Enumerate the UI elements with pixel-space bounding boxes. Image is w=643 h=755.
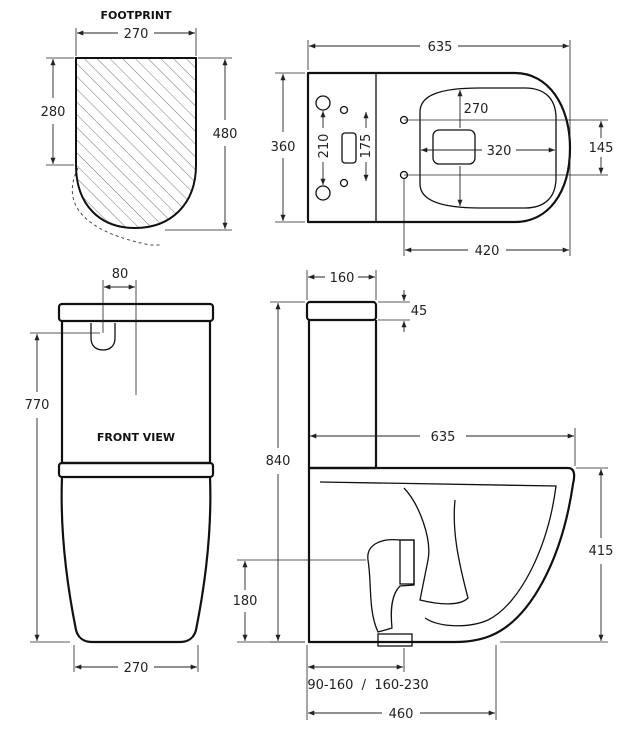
top-inlet-spacing-label: 175 <box>359 134 374 159</box>
footprint-depth-label: 480 <box>213 127 238 142</box>
side-base-length-label: 460 <box>389 707 414 722</box>
top-bolt-spacing-label: 210 <box>317 134 332 159</box>
top-fixing-to-back-label: 420 <box>475 244 500 259</box>
top-fixing-spacing-label: 145 <box>589 141 614 156</box>
side-lid-height-label: 45 <box>411 304 428 319</box>
top-length-label: 635 <box>428 40 453 55</box>
side-overall-length-label: 635 <box>431 430 456 445</box>
top-bowl-width-label: 320 <box>487 144 512 159</box>
footprint-view: FOOTPRINT 270 280 480 <box>41 9 238 246</box>
front-view-title: FRONT VIEW <box>97 431 175 444</box>
side-overall-height-label: 840 <box>266 454 291 469</box>
side-setout-label: 90-160 / 160-230 <box>307 678 428 693</box>
side-pan <box>307 466 576 644</box>
front-view: FRONT VIEW 80 770 270 <box>25 267 215 676</box>
side-seat-height-label: 415 <box>589 544 614 559</box>
front-button-width-label: 80 <box>112 267 129 282</box>
front-base-width-label: 270 <box>124 661 149 676</box>
top-view-outline <box>306 71 572 224</box>
front-height-label: 770 <box>25 398 50 413</box>
side-view: 160 45 840 635 415 180 90-160 / 16 <box>233 270 614 722</box>
top-bowl-depth-label: 270 <box>464 102 489 117</box>
top-height-label: 360 <box>271 140 296 155</box>
top-view: 635 360 210 175 270 320 145 420 <box>271 40 614 259</box>
footprint-hatch-depth-label: 280 <box>41 105 66 120</box>
footprint-width-label: 270 <box>124 27 149 42</box>
footprint-shape <box>75 57 197 230</box>
front-pan <box>60 476 212 644</box>
side-cistern-depth-label: 160 <box>330 271 355 286</box>
footprint-title: FOOTPRINT <box>100 9 172 22</box>
side-outlet-height-label: 180 <box>233 594 258 609</box>
